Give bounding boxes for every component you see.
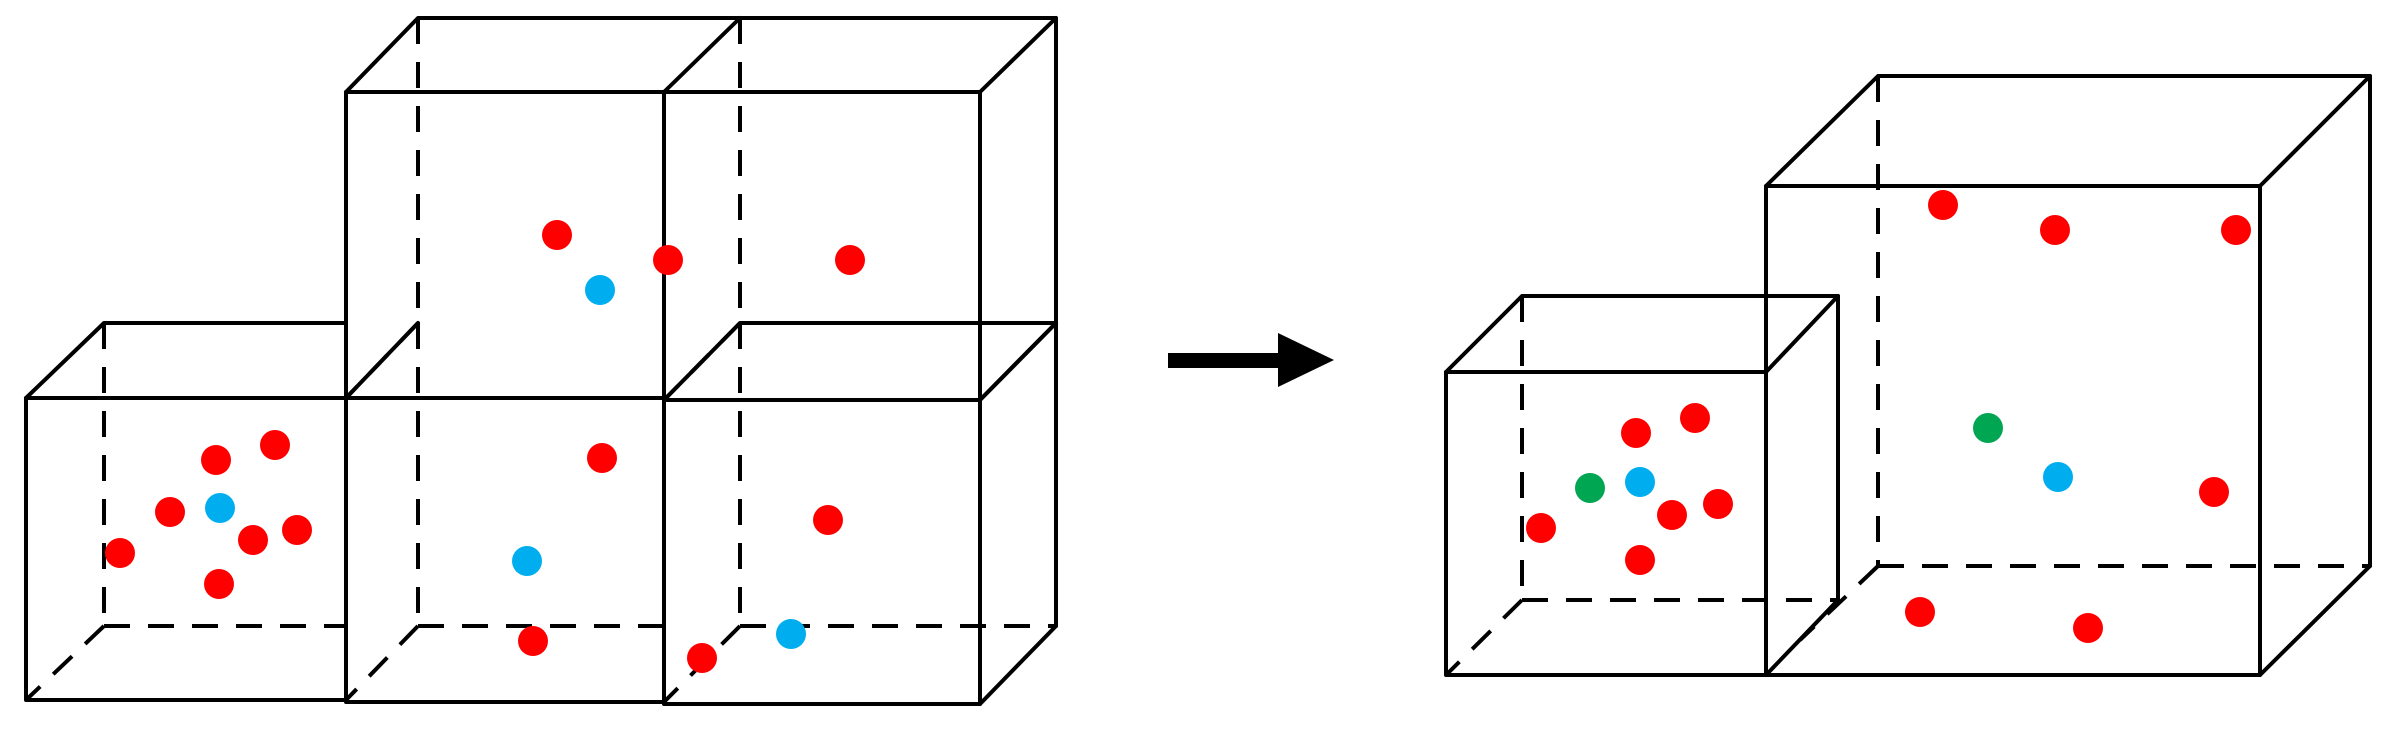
red-point (813, 505, 843, 535)
red-point (201, 445, 231, 475)
blue-point (512, 546, 542, 576)
red-point (518, 626, 548, 656)
red-point (1928, 190, 1958, 220)
red-point (1621, 418, 1651, 448)
red-point (238, 525, 268, 555)
blue-point (2043, 462, 2073, 492)
cube-large (1764, 74, 2372, 677)
cube-top-right (662, 16, 1058, 402)
red-point (1905, 597, 1935, 627)
red-point (1625, 545, 1655, 575)
left-points (105, 220, 865, 673)
cube-top-middle (344, 16, 742, 400)
red-point (1680, 403, 1710, 433)
red-point (260, 430, 290, 460)
blue-point (1625, 467, 1655, 497)
blue-point (776, 619, 806, 649)
red-point (155, 497, 185, 527)
left-cube-group (24, 16, 1058, 706)
blue-point (585, 275, 615, 305)
red-point (835, 245, 865, 275)
red-point (542, 220, 572, 250)
red-point (587, 443, 617, 473)
red-point (1703, 489, 1733, 519)
red-point (105, 538, 135, 568)
red-point (204, 569, 234, 599)
red-point (687, 643, 717, 673)
green-point (1973, 413, 2003, 443)
right-points (1526, 190, 2251, 643)
arrow-right-icon (1168, 333, 1334, 387)
red-point (1657, 500, 1687, 530)
red-point (282, 515, 312, 545)
green-point (1575, 473, 1605, 503)
cube-bottom-middle (344, 321, 666, 704)
right-cube-group (1444, 74, 2372, 677)
red-point (2199, 477, 2229, 507)
blue-point (205, 493, 235, 523)
red-point (2040, 215, 2070, 245)
red-point (2221, 215, 2251, 245)
red-point (2073, 613, 2103, 643)
cube-bottom-left (24, 321, 348, 702)
red-point (653, 245, 683, 275)
red-point (1526, 513, 1556, 543)
